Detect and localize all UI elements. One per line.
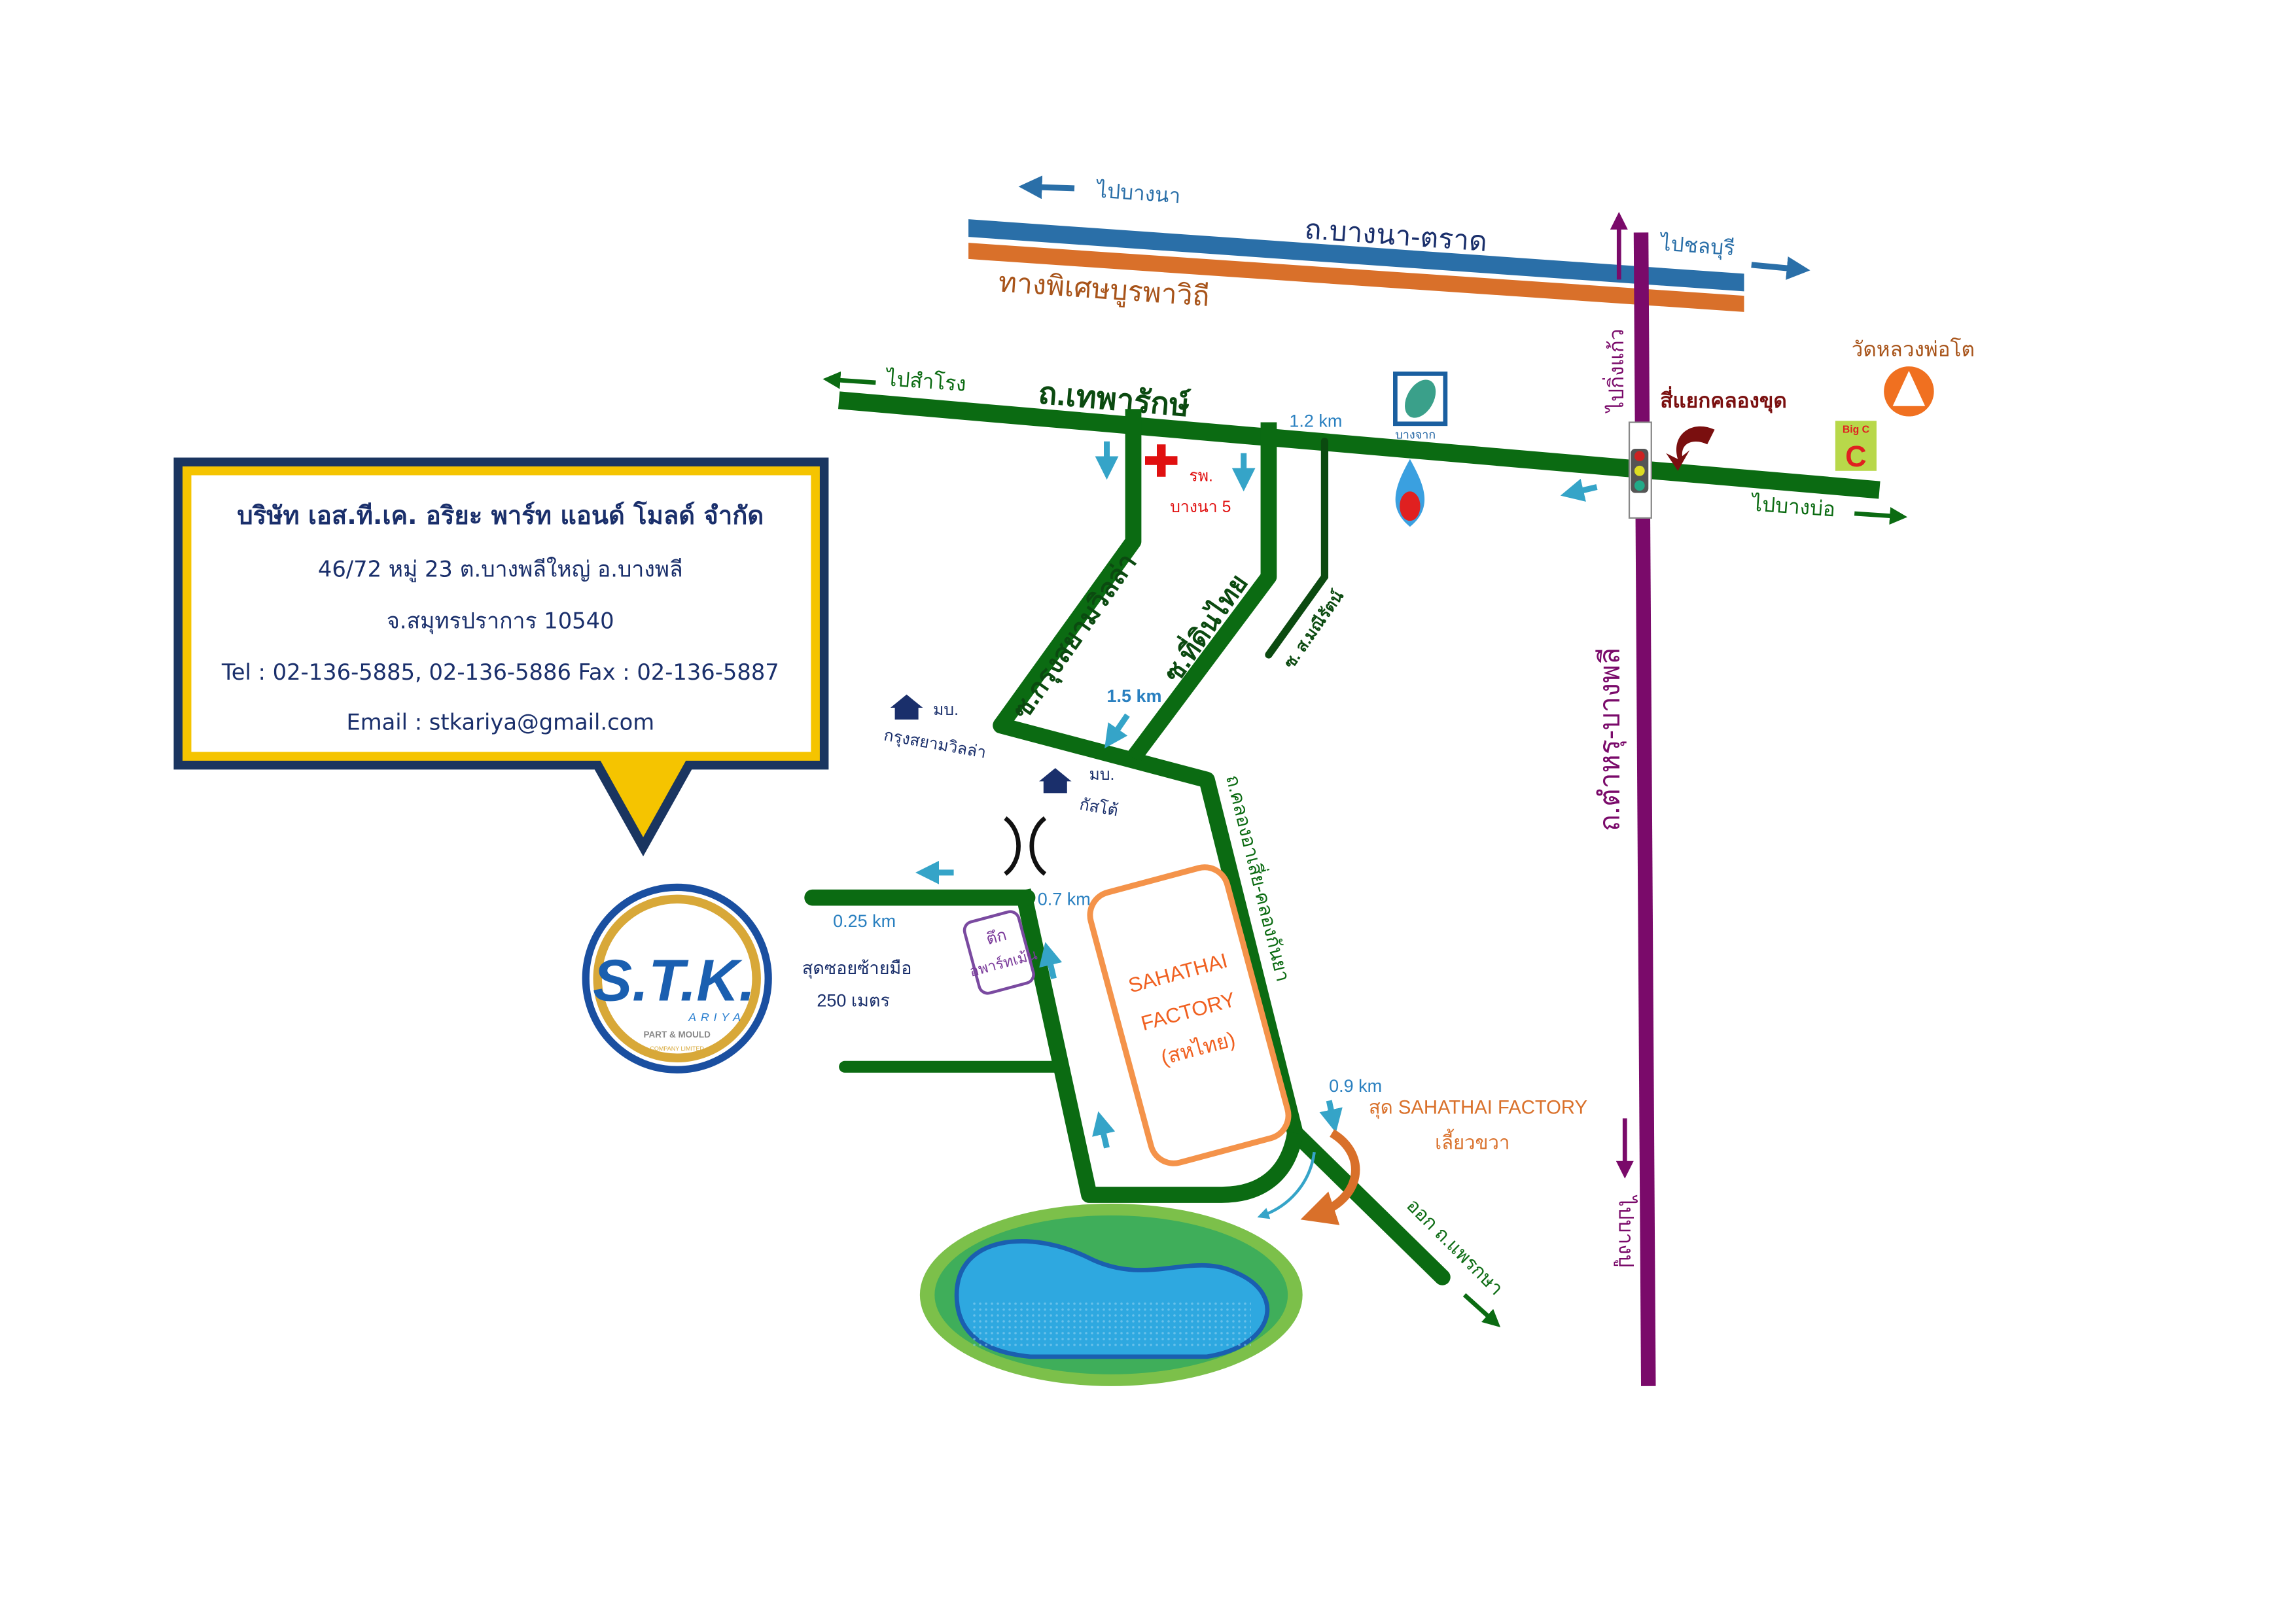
distance-1-5km: 1.5 km	[1107, 686, 1162, 706]
to-bangna-label: ไปบางนา	[1094, 178, 1181, 207]
distance-1-2km: 1.2 km	[1289, 411, 1342, 430]
bigc-label: Big C	[1843, 424, 1869, 435]
to-bangpu-label: ไปบางปู	[1614, 1195, 1638, 1268]
soi-manirat-road	[1265, 438, 1329, 659]
svg-text:C: C	[1845, 440, 1866, 473]
bangchak-logo-icon: บางจาก	[1393, 371, 1448, 441]
svg-text:ARIYA: ARIYA	[688, 1011, 745, 1024]
company-address-1: 46/72 หมู่ 23 ต.บางพลีใหญ่ อ.บางพลี	[318, 557, 683, 583]
direction-arrow	[1560, 478, 1598, 502]
apartment-marker: ตึก อพาร์ทเม้น	[963, 910, 1039, 995]
stk-logo: S.T.K. ARIYA PART & MOULD COMPANY LIMITE…	[582, 883, 772, 1073]
u-turn-curve-icon	[1257, 1151, 1316, 1219]
company-name: บริษัท เอส.ที.เค. อริยะ พาร์ท แอนด์ โมลด…	[237, 500, 764, 531]
to-samrong-label: ไปสำโรง	[884, 366, 967, 396]
bangna-trad-road	[968, 219, 1744, 312]
company-email: Email : stkariya@gmail.com	[346, 710, 654, 735]
ptt-logo-icon	[1395, 459, 1425, 527]
distance-0-7km: 0.7 km	[1038, 889, 1091, 909]
hospital-cross-icon	[1145, 444, 1178, 477]
distance-0-25km: 0.25 km	[833, 911, 896, 931]
to-chonburi-arrow	[1751, 256, 1810, 280]
to-samrong-arrow	[822, 371, 876, 389]
burapha-withi-label: ทางพิเศษบูรพาวิถี	[997, 266, 1210, 313]
temple-label: วัดหลวงพ่อโต	[1852, 337, 1975, 360]
house-icon	[890, 694, 923, 720]
to-bangbo-label: ไปบางบ่อ	[1749, 491, 1836, 521]
end-soi-label: สุดซอยซ้ายมือ	[802, 958, 912, 979]
turn-right-curve-icon	[1300, 1129, 1360, 1225]
direction-arrow	[1319, 1100, 1343, 1133]
to-bangna-arrow	[1018, 175, 1075, 200]
direction-arrow	[1092, 1111, 1116, 1149]
temple-icon	[1884, 366, 1934, 417]
distance-0-9km: 0.9 km	[1329, 1076, 1382, 1096]
village2-label-a: มบ.	[1089, 766, 1115, 784]
hospital-label-2: บางนา 5	[1170, 498, 1231, 516]
direction-arrow	[1039, 942, 1063, 979]
u-turn-arrow-icon	[1666, 426, 1715, 471]
tamru-bangphli-road	[1633, 232, 1656, 1386]
intersection-label: สี่แยกคลองขุด	[1660, 386, 1787, 413]
house-icon	[1039, 768, 1072, 794]
company-info-callout: บริษัท เอส.ที.เค. อริยะ พาร์ท แอนด์ โมลด…	[173, 457, 829, 857]
end-soi-distance: 250 เมตร	[817, 991, 890, 1011]
direction-arrow	[1104, 713, 1130, 748]
tamru-bangphli-label: ถ.ตำหรุ-บางพลี	[1594, 648, 1627, 831]
exit-arrow	[1462, 1293, 1501, 1327]
company-phone: Tel : 02-136-5885, 02-136-5886 Fax : 02-…	[221, 659, 779, 685]
thepharak-road	[838, 391, 1881, 499]
svg-text:COMPANY LIMITED: COMPANY LIMITED	[650, 1045, 704, 1052]
svg-text:บางจาก: บางจาก	[1395, 428, 1436, 441]
bigc-logo-icon: Big C C	[1835, 421, 1877, 473]
turn-right-label: เลี้ยวขวา	[1435, 1129, 1510, 1154]
hospital-label-1: รพ.	[1189, 468, 1212, 485]
village2-label-b: กัสโต้	[1078, 794, 1120, 820]
soi-krungsiam-road	[993, 409, 1209, 788]
to-kingkaeo-label: ไปกิ่งแก้ว	[1602, 329, 1628, 414]
sahathai-factory: SAHATHAI FACTORY (สหไทย)	[1087, 864, 1292, 1166]
end-factory-label: สุด SAHATHAI FACTORY	[1369, 1098, 1587, 1119]
to-bangbo-arrow	[1854, 507, 1908, 525]
soi-thidinthai-road	[1127, 422, 1277, 763]
factory-loop-road	[1015, 888, 1303, 1203]
svg-text:S.T.K.: S.T.K.	[593, 949, 755, 1014]
svg-text:PART & MOULD: PART & MOULD	[644, 1030, 711, 1039]
village1-label-a: มบ.	[933, 701, 959, 719]
village1-label-b: กรุงสยามวิลล่า	[882, 727, 987, 763]
traffic-light-icon	[1628, 421, 1652, 519]
bridge-icon	[1004, 816, 1047, 876]
company-address-2: จ.สมุทรปราการ 10540	[387, 608, 614, 634]
to-chonburi-label: ไปชลบุรี	[1658, 231, 1736, 261]
lake	[919, 1203, 1303, 1386]
